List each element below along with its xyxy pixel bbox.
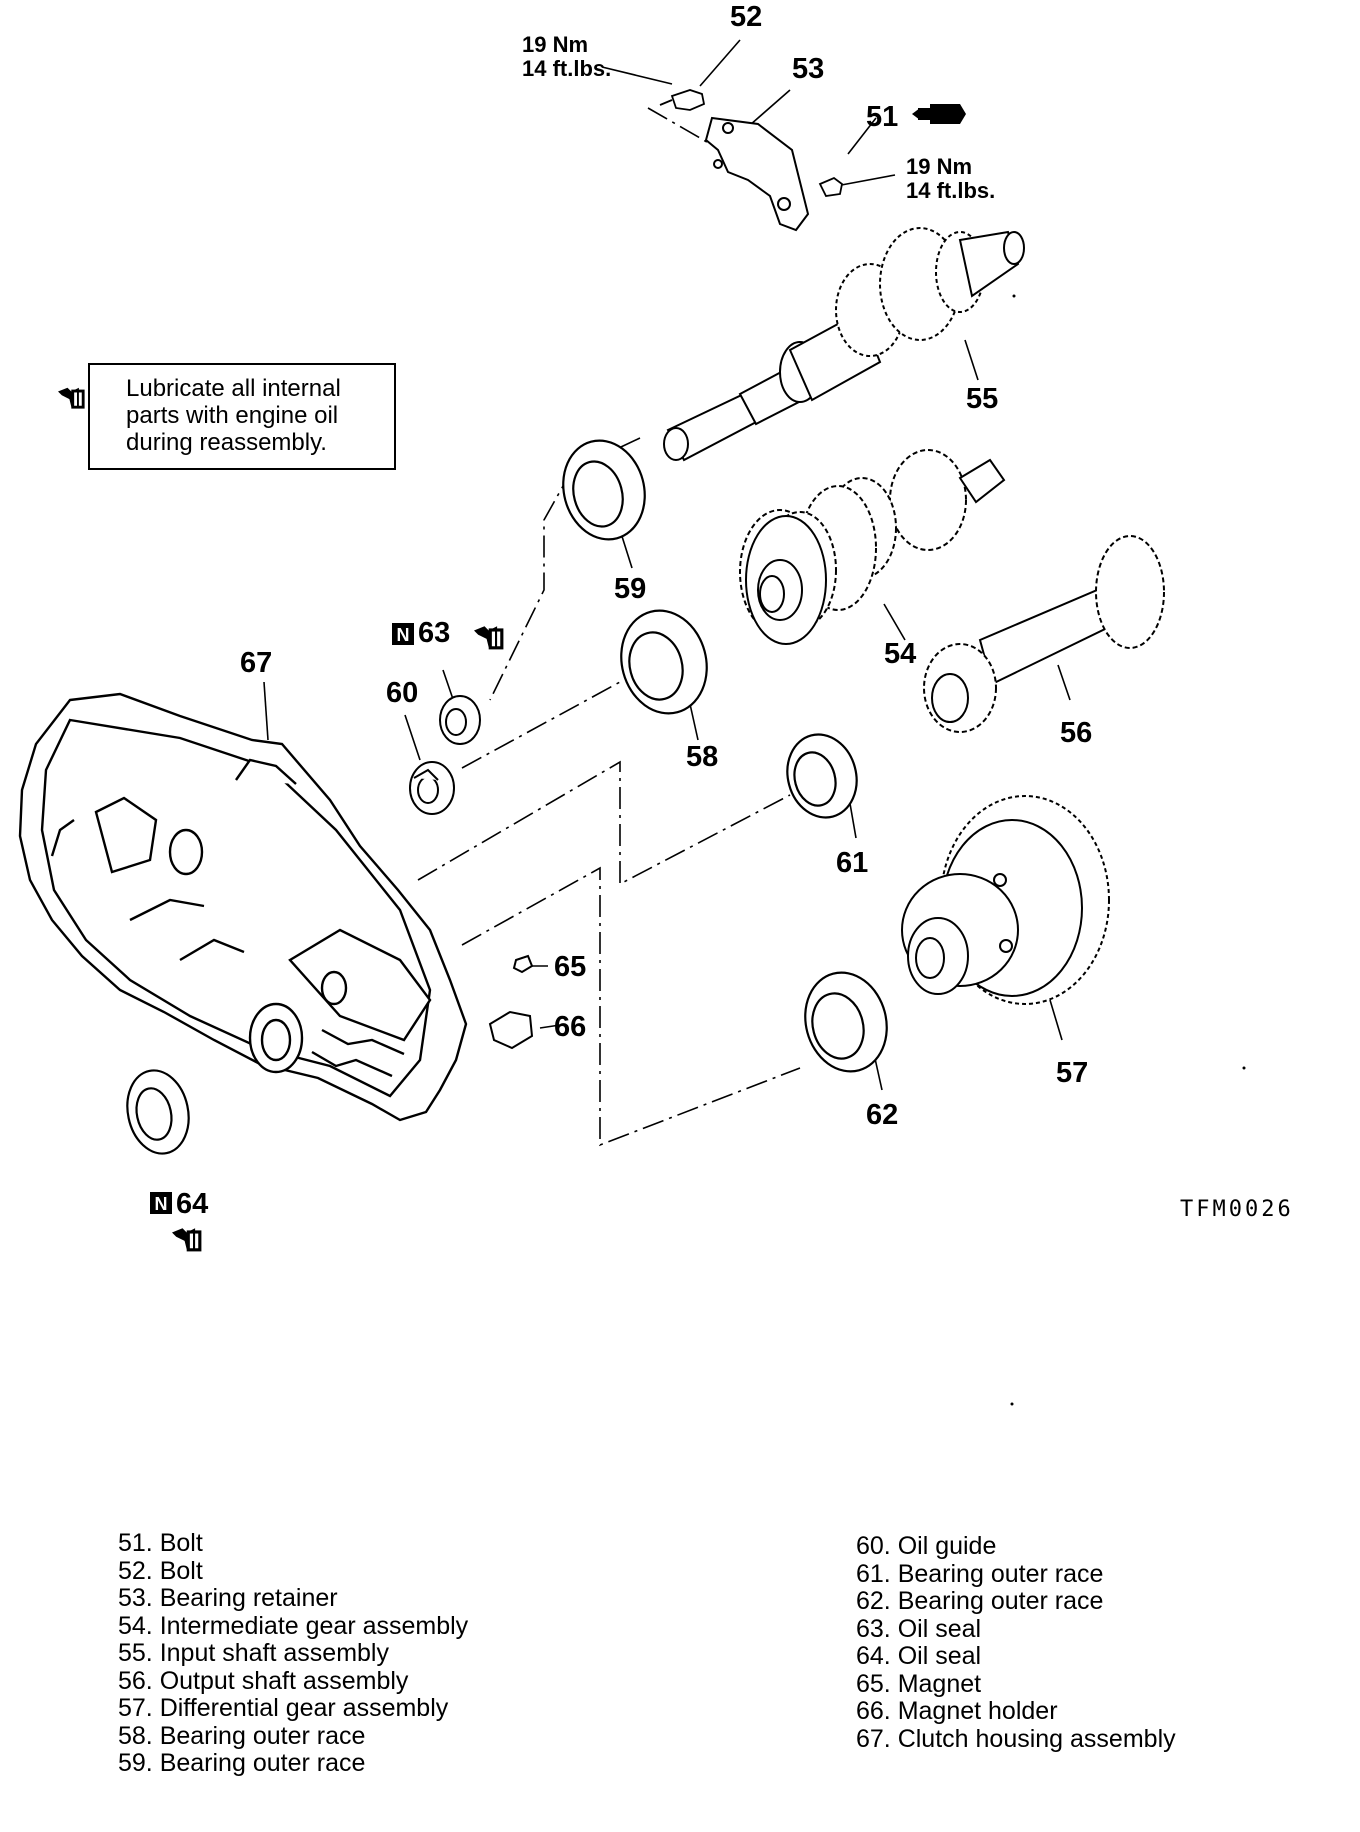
callout-63: 63 [418,617,450,649]
callout-51: 51 [866,101,898,133]
legend-item: 64. Oil seal [856,1642,982,1670]
callout-52: 52 [730,1,762,33]
callout-61: 61 [836,847,868,879]
part-56-output-shaft [923,535,1165,733]
part-65-magnet [512,954,534,974]
torque-51-nm: 19 Nm [906,154,972,179]
callout-55: 55 [966,383,998,415]
legend-item: 54. Intermediate gear assembly [118,1611,469,1640]
torque-51-ftlbs: 14 ft.lbs. [906,178,995,203]
parts-legend-right: 60. Oil guide 61. Bearing outer race 62.… [856,1532,1176,1753]
callout-57: 57 [1056,1057,1088,1089]
oil-can-icon [58,387,85,409]
callout-62: 62 [866,1099,898,1131]
legend-item: 61. Bearing outer race [856,1559,1104,1588]
legend-item: 62. Bearing outer race [856,1587,1104,1615]
oil-can-icon-63 [474,626,504,650]
part-51-bolt-detail [912,104,966,124]
legend-item: 52. Bolt [118,1556,203,1585]
callout-67: 67 [240,647,272,679]
callout-59: 59 [614,573,646,605]
legend-item: 51. Bolt [118,1529,203,1557]
legend-item: 58. Bearing outer race [118,1721,366,1750]
torque-52-ftlbs: 14 ft.lbs. [522,56,611,81]
legend-item: 65. Magnet [856,1669,982,1698]
legend-item: 66. Magnet holder [856,1697,1058,1725]
legend-item: 63. Oil seal [856,1614,982,1643]
torque-52-nm: 19 Nm [522,32,588,57]
legend-item: 59. Bearing outer race [118,1749,366,1777]
legend-item: 57. Differential gear assembly [118,1694,449,1722]
assembly-centerlines [417,107,801,1147]
parts-legend-left: 51. Bolt 52. Bolt 53. Bearing retainer 5… [118,1529,469,1778]
new-part-badge-64: N [150,1192,172,1214]
part-57-differential [901,795,1110,1005]
svg-text:N: N [155,1194,168,1214]
lubrication-note-text: Lubricate all internal parts with engine… [126,375,341,456]
part-59-bearing-race [562,439,646,541]
part-66-magnet-holder [488,1010,534,1050]
part-51-bolt [818,176,843,197]
part-67-clutch-housing [18,692,468,1122]
lubrication-note-box: Lubricate all internal parts with engine… [88,363,396,470]
callout-60: 60 [386,677,418,709]
callout-53: 53 [792,53,824,85]
part-55-input-shaft [663,227,1025,462]
legend-item: 53. Bearing retainer [118,1584,338,1612]
part-60-oil-guide [409,761,455,815]
callout-65: 65 [554,951,586,983]
part-54-intermediate-gear [739,449,1006,645]
part-58-bearing-race [620,609,708,715]
part-63-oil-seal [439,695,481,745]
part-62-bearing-race [804,971,888,1073]
part-61-bearing-race [786,733,858,819]
new-part-badge-63: N [392,623,414,645]
callout-56: 56 [1060,717,1092,749]
legend-item: 56. Output shaft assembly [118,1666,409,1695]
svg-text:N: N [397,625,410,645]
callout-64: 64 [176,1188,208,1220]
part-52-bolt [659,89,706,111]
callout-66: 66 [554,1011,586,1043]
part-53-bearing-retainer [704,116,810,232]
oil-can-icon-64 [172,1228,202,1252]
legend-item: 67. Clutch housing assembly [856,1724,1176,1753]
legend-item: 60. Oil guide [856,1532,997,1560]
part-64-oil-seal [126,1069,190,1155]
callout-54: 54 [884,638,916,670]
callout-58: 58 [686,741,718,773]
figure-id: TFM0026 [1180,1197,1294,1222]
legend-item: 55. Input shaft assembly [118,1639,389,1667]
